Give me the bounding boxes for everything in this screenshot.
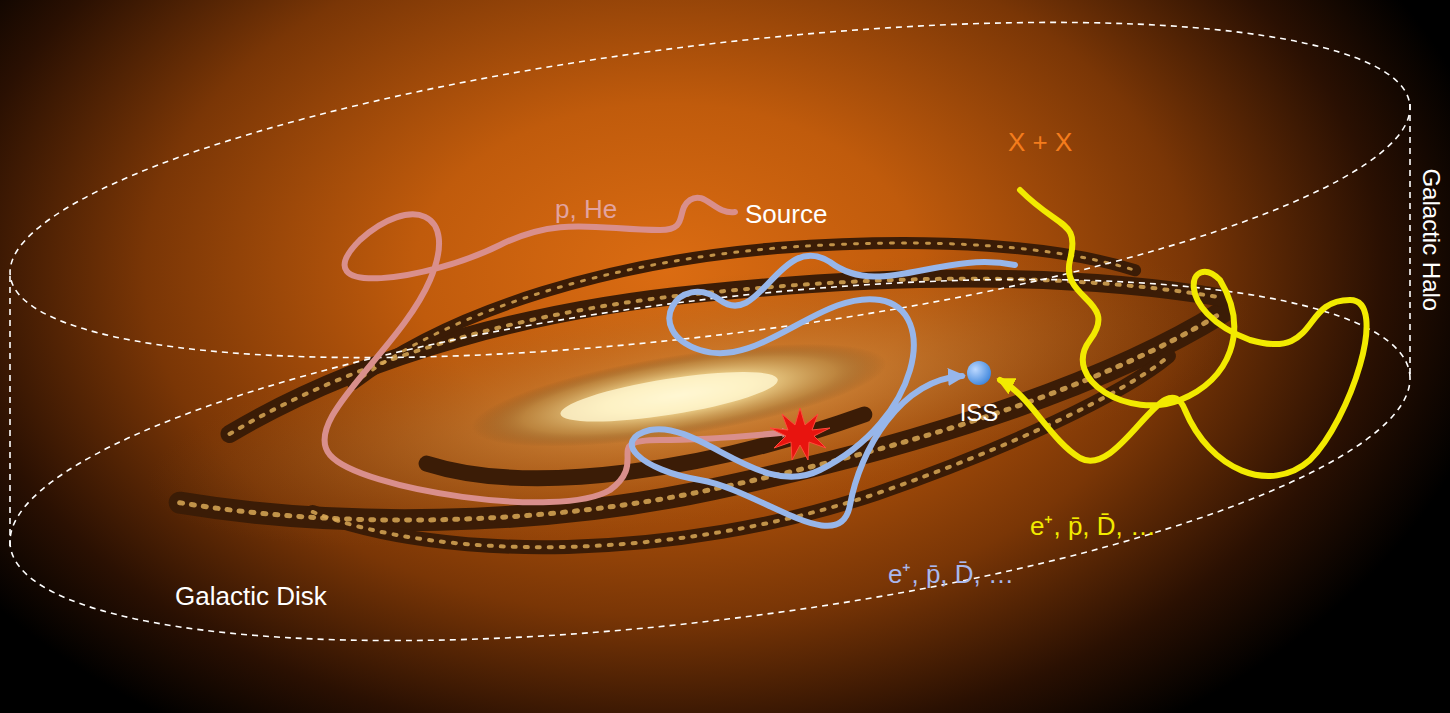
annihilation-label: X + X — [1008, 128, 1072, 158]
halo-outline — [0, 0, 1429, 705]
halo-title: Galactic Halo — [1417, 169, 1445, 312]
antiparticle-path — [632, 256, 1015, 526]
iss-marker: ISS — [945, 355, 1015, 435]
particle-label: p, He — [555, 195, 617, 225]
source-burst — [770, 408, 830, 460]
disk-label: Galactic Disk — [175, 582, 327, 612]
proton-path — [324, 198, 790, 503]
source-label: Source — [745, 200, 827, 230]
iss-dot — [967, 361, 991, 385]
antiparticle-label: e⁺, p̄, D̄, … — [888, 560, 1014, 590]
iss-label: ISS — [960, 399, 999, 427]
antiparticle-label: e⁺, p̄, D̄, … — [1030, 512, 1156, 542]
dark-matter-path — [1000, 190, 1367, 476]
